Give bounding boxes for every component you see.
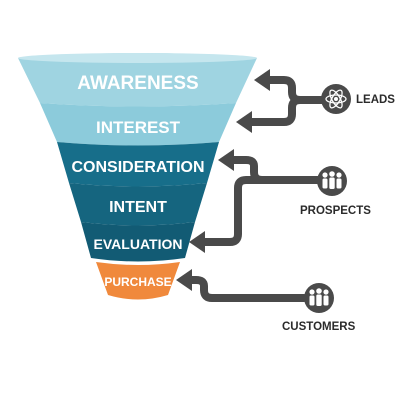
- people-group-icon: [317, 166, 347, 196]
- funnel-stage-purchase: [96, 262, 180, 300]
- arrowhead: [218, 149, 234, 171]
- funnel-stage-consideration: [57, 142, 219, 187]
- funnel-rim: [18, 53, 257, 63]
- arrowhead: [254, 69, 270, 91]
- stage-label-awareness: AWARENESS: [77, 73, 198, 94]
- connector-arrows: [186, 76, 328, 302]
- funnel: [18, 53, 257, 300]
- funnel-stage-awareness: [18, 53, 257, 107]
- atom-icon: [321, 84, 351, 114]
- arrowhead: [189, 231, 205, 253]
- funnel-stage-interest: [40, 103, 236, 146]
- arrowheads: [176, 69, 270, 291]
- funnel-stage-evaluation: [81, 222, 195, 262]
- segment-label-leads: LEADS: [356, 94, 395, 106]
- stage-label-interest: INTEREST: [96, 118, 181, 137]
- segment-label-prospects: PROSPECTS: [300, 205, 371, 217]
- arrowhead: [236, 111, 252, 133]
- segment-label-customers: CUSTOMERS: [282, 321, 356, 333]
- stage-label-purchase: PURCHASE: [104, 275, 171, 289]
- prospects-arrow-lower: [199, 176, 266, 246]
- people-group-icon: [304, 283, 334, 313]
- stage-label-intent: INTENT: [109, 199, 167, 216]
- customers-arrow: [186, 276, 308, 302]
- arrowhead: [176, 269, 192, 291]
- stage-label-consideration: CONSIDERATION: [71, 159, 204, 176]
- stage-label-evaluation: EVALUATION: [94, 236, 183, 252]
- funnel-stage-intent: [69, 183, 207, 226]
- leads-arrow-lower: [246, 96, 304, 126]
